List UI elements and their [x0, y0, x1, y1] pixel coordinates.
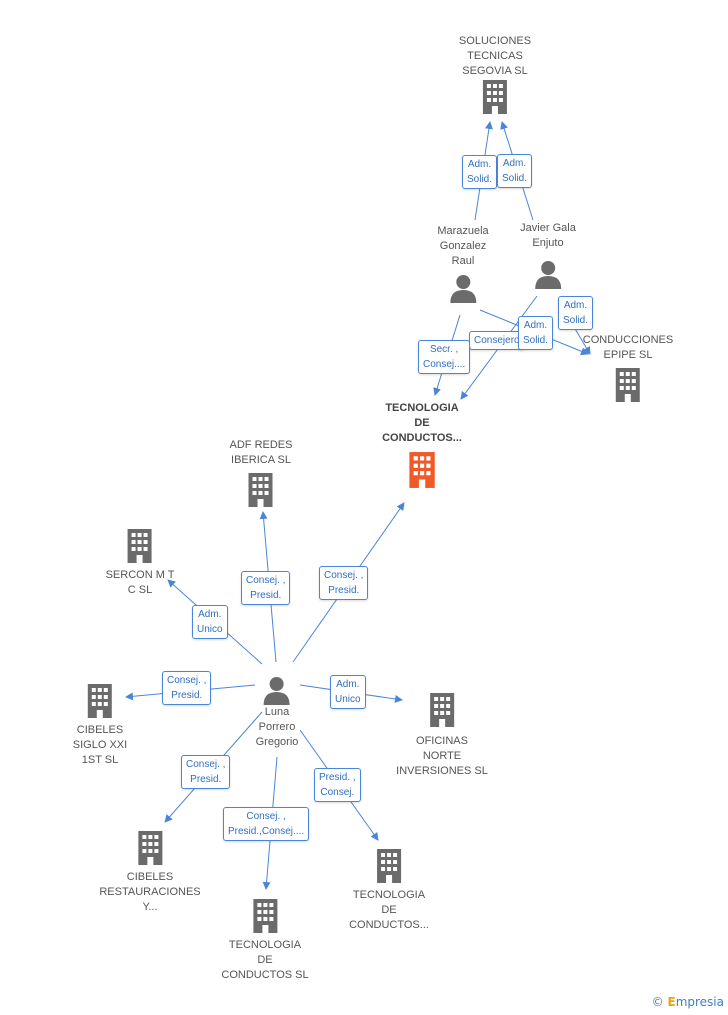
- building-icon: [249, 473, 273, 507]
- building-icon: [409, 452, 435, 488]
- brand-name: mpresia: [675, 995, 724, 1009]
- building-icon: [137, 831, 162, 865]
- building-icon: [615, 368, 640, 402]
- relation-badge[interactable]: Adm. Unico: [330, 675, 366, 709]
- relation-badge[interactable]: Adm. Solid.: [518, 316, 554, 350]
- node-sercon[interactable]: SERCON M T C SL: [105, 528, 175, 598]
- relation-badge[interactable]: Adm. Solid.: [558, 296, 594, 330]
- node-oficinas-norte[interactable]: OFICINAS NORTE INVERSIONES SL: [396, 692, 488, 779]
- node-label: Marazuela Gonzalez Raul: [437, 225, 489, 267]
- node-label: CIBELES SIGLO XXI 1ST SL: [72, 724, 128, 766]
- relation-badge[interactable]: Consej. , Presid.,Consej....: [223, 807, 310, 841]
- node-luna-porrero[interactable]: Luna Porrero Gregorio: [255, 675, 299, 750]
- node-label: Javier Gala Enjuto: [520, 222, 576, 249]
- building-icon: [429, 693, 454, 727]
- relation-badge[interactable]: Secr. , Consej....: [418, 340, 471, 374]
- node-label: SOLUCIONES TECNICAS SEGOVIA SL: [458, 35, 532, 77]
- relation-badge[interactable]: Adm. Unico: [192, 605, 228, 639]
- node-label: TECNOLOGIA DE CONDUCTOS...: [382, 402, 462, 444]
- node-marazuela[interactable]: Marazuela Gonzalez Raul: [437, 224, 489, 303]
- relation-badge[interactable]: Consejero: [469, 331, 525, 350]
- relation-badge[interactable]: Consej. , Presid.: [162, 671, 212, 705]
- person-icon: [449, 275, 476, 303]
- person-icon: [263, 677, 290, 705]
- relation-badge[interactable]: Consej. , Presid.: [181, 755, 231, 789]
- node-adf-redes[interactable]: ADF REDES IBERICA SL: [229, 438, 293, 508]
- copyright-symbol: ©: [651, 995, 664, 1009]
- node-label: Luna Porrero Gregorio: [255, 706, 299, 748]
- building-icon: [376, 849, 401, 883]
- node-label: ADF REDES IBERICA SL: [229, 439, 293, 466]
- node-cibeles-restauraciones[interactable]: CIBELES RESTAURACIONES Y...: [99, 830, 201, 915]
- node-soluciones-tecnicas-segovia[interactable]: SOLUCIONES TECNICAS SEGOVIA SL: [459, 34, 531, 115]
- brand-e: E: [667, 995, 676, 1009]
- building-icon: [252, 899, 277, 933]
- node-label: TECNOLOGIA DE CONDUCTOS SL: [221, 939, 309, 981]
- relation-badge[interactable]: Presid. , Consej.: [314, 768, 361, 802]
- node-tecnologia-3[interactable]: TECNOLOGIA DE CONDUCTOS...: [349, 848, 429, 933]
- node-javier-gala[interactable]: Javier Gala Enjuto: [520, 221, 576, 289]
- node-label: CONDUCCIONES EPIPE SL: [582, 334, 674, 361]
- node-label: OFICINAS NORTE INVERSIONES SL: [396, 735, 488, 777]
- node-tecnologia-sl[interactable]: TECNOLOGIA DE CONDUCTOS SL: [221, 898, 309, 983]
- relation-badge[interactable]: Consej. , Presid.: [241, 571, 291, 605]
- building-icon: [127, 529, 152, 563]
- relation-badge[interactable]: Adm. Solid.: [462, 155, 498, 189]
- node-tecnologia-main[interactable]: TECNOLOGIA DE CONDUCTOS...: [382, 401, 462, 489]
- person-icon: [534, 261, 561, 289]
- empresia-logo[interactable]: © Empresia: [652, 995, 724, 1009]
- building-icon: [87, 684, 112, 718]
- node-cibeles-siglo[interactable]: CIBELES SIGLO XXI 1ST SL: [73, 683, 127, 768]
- node-label: CIBELES RESTAURACIONES Y...: [99, 871, 201, 913]
- relation-badge[interactable]: Adm. Solid.: [497, 154, 533, 188]
- node-label: TECNOLOGIA DE CONDUCTOS...: [349, 889, 429, 931]
- node-conducciones-epipe[interactable]: CONDUCCIONES EPIPE SL: [583, 333, 673, 403]
- node-label: SERCON M T C SL: [105, 569, 175, 596]
- building-icon: [482, 80, 507, 114]
- relation-badge[interactable]: Consej. , Presid.: [319, 566, 369, 600]
